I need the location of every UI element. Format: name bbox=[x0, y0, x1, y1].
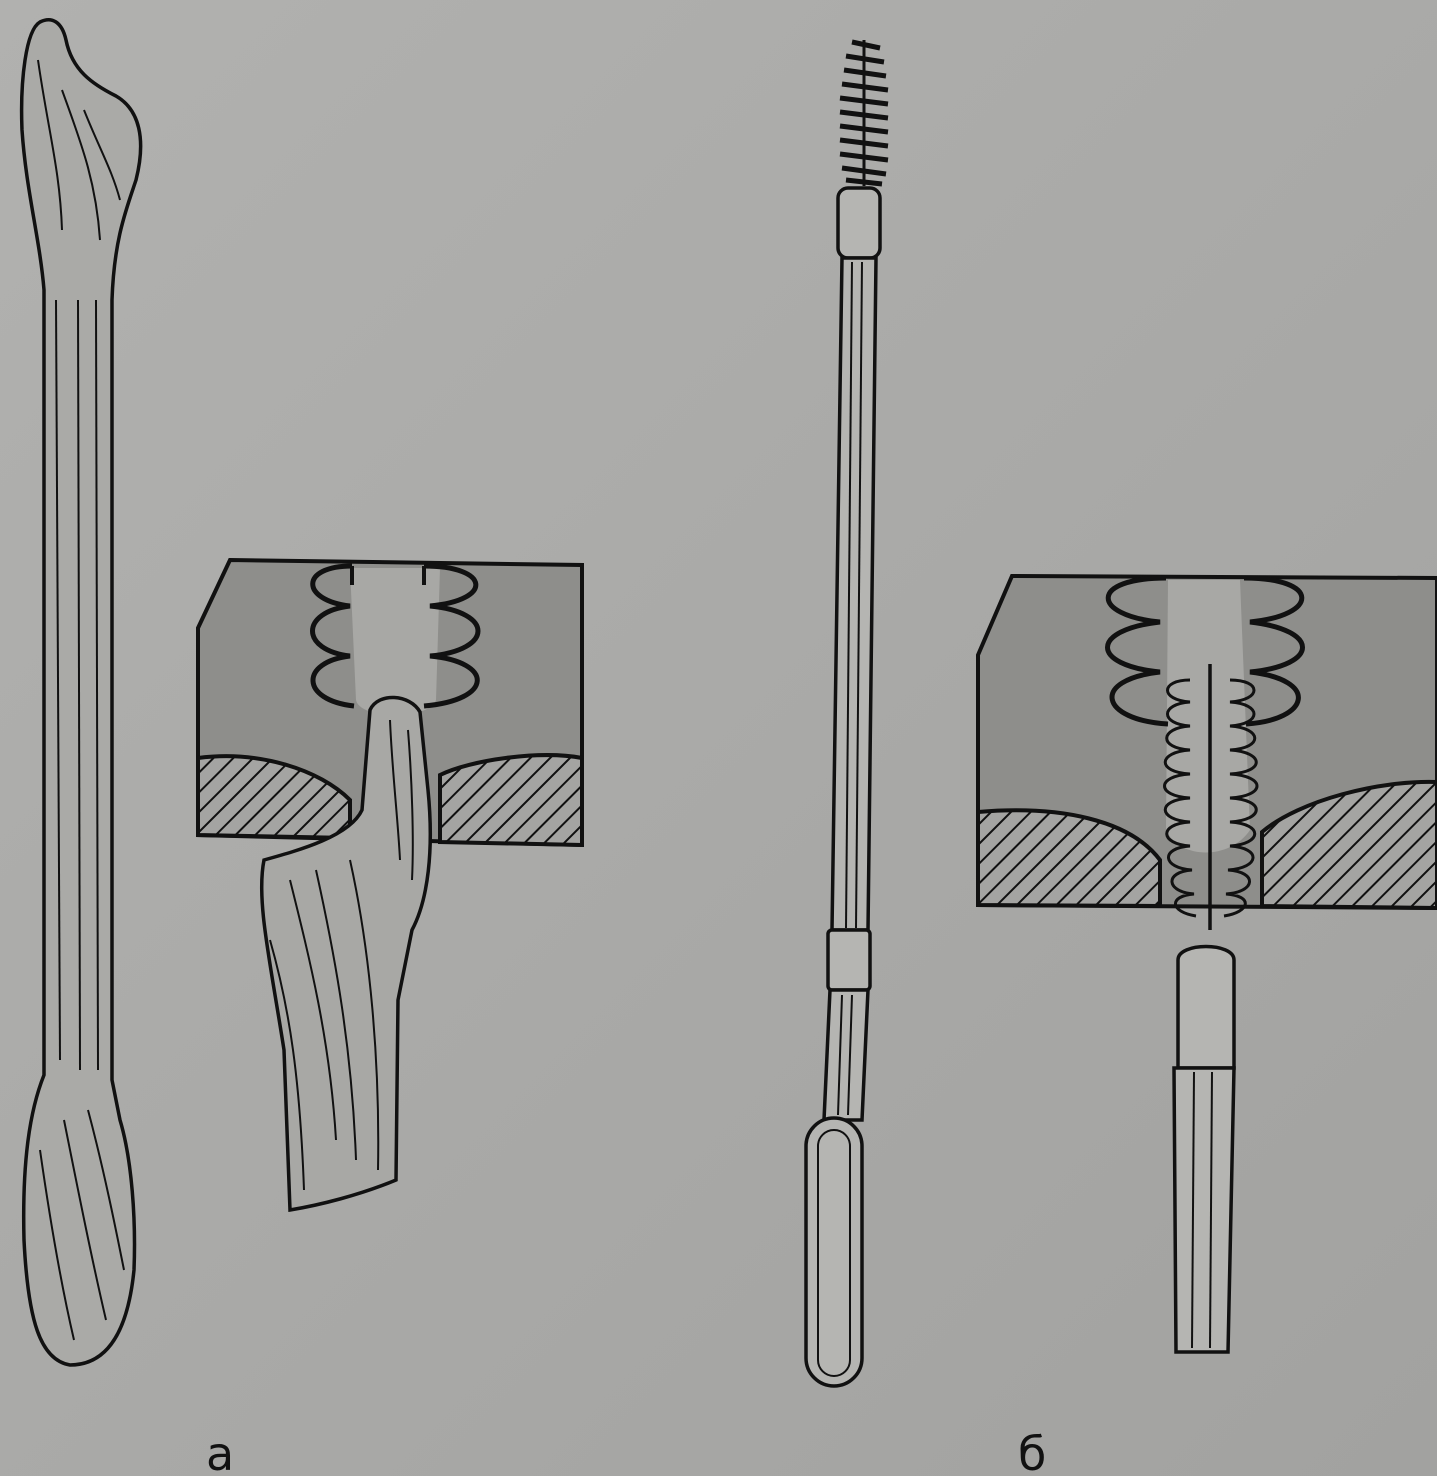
tissue-block-b bbox=[978, 576, 1437, 908]
panel-label-a: а bbox=[206, 1427, 234, 1476]
panel-label-b: б bbox=[1018, 1427, 1046, 1476]
